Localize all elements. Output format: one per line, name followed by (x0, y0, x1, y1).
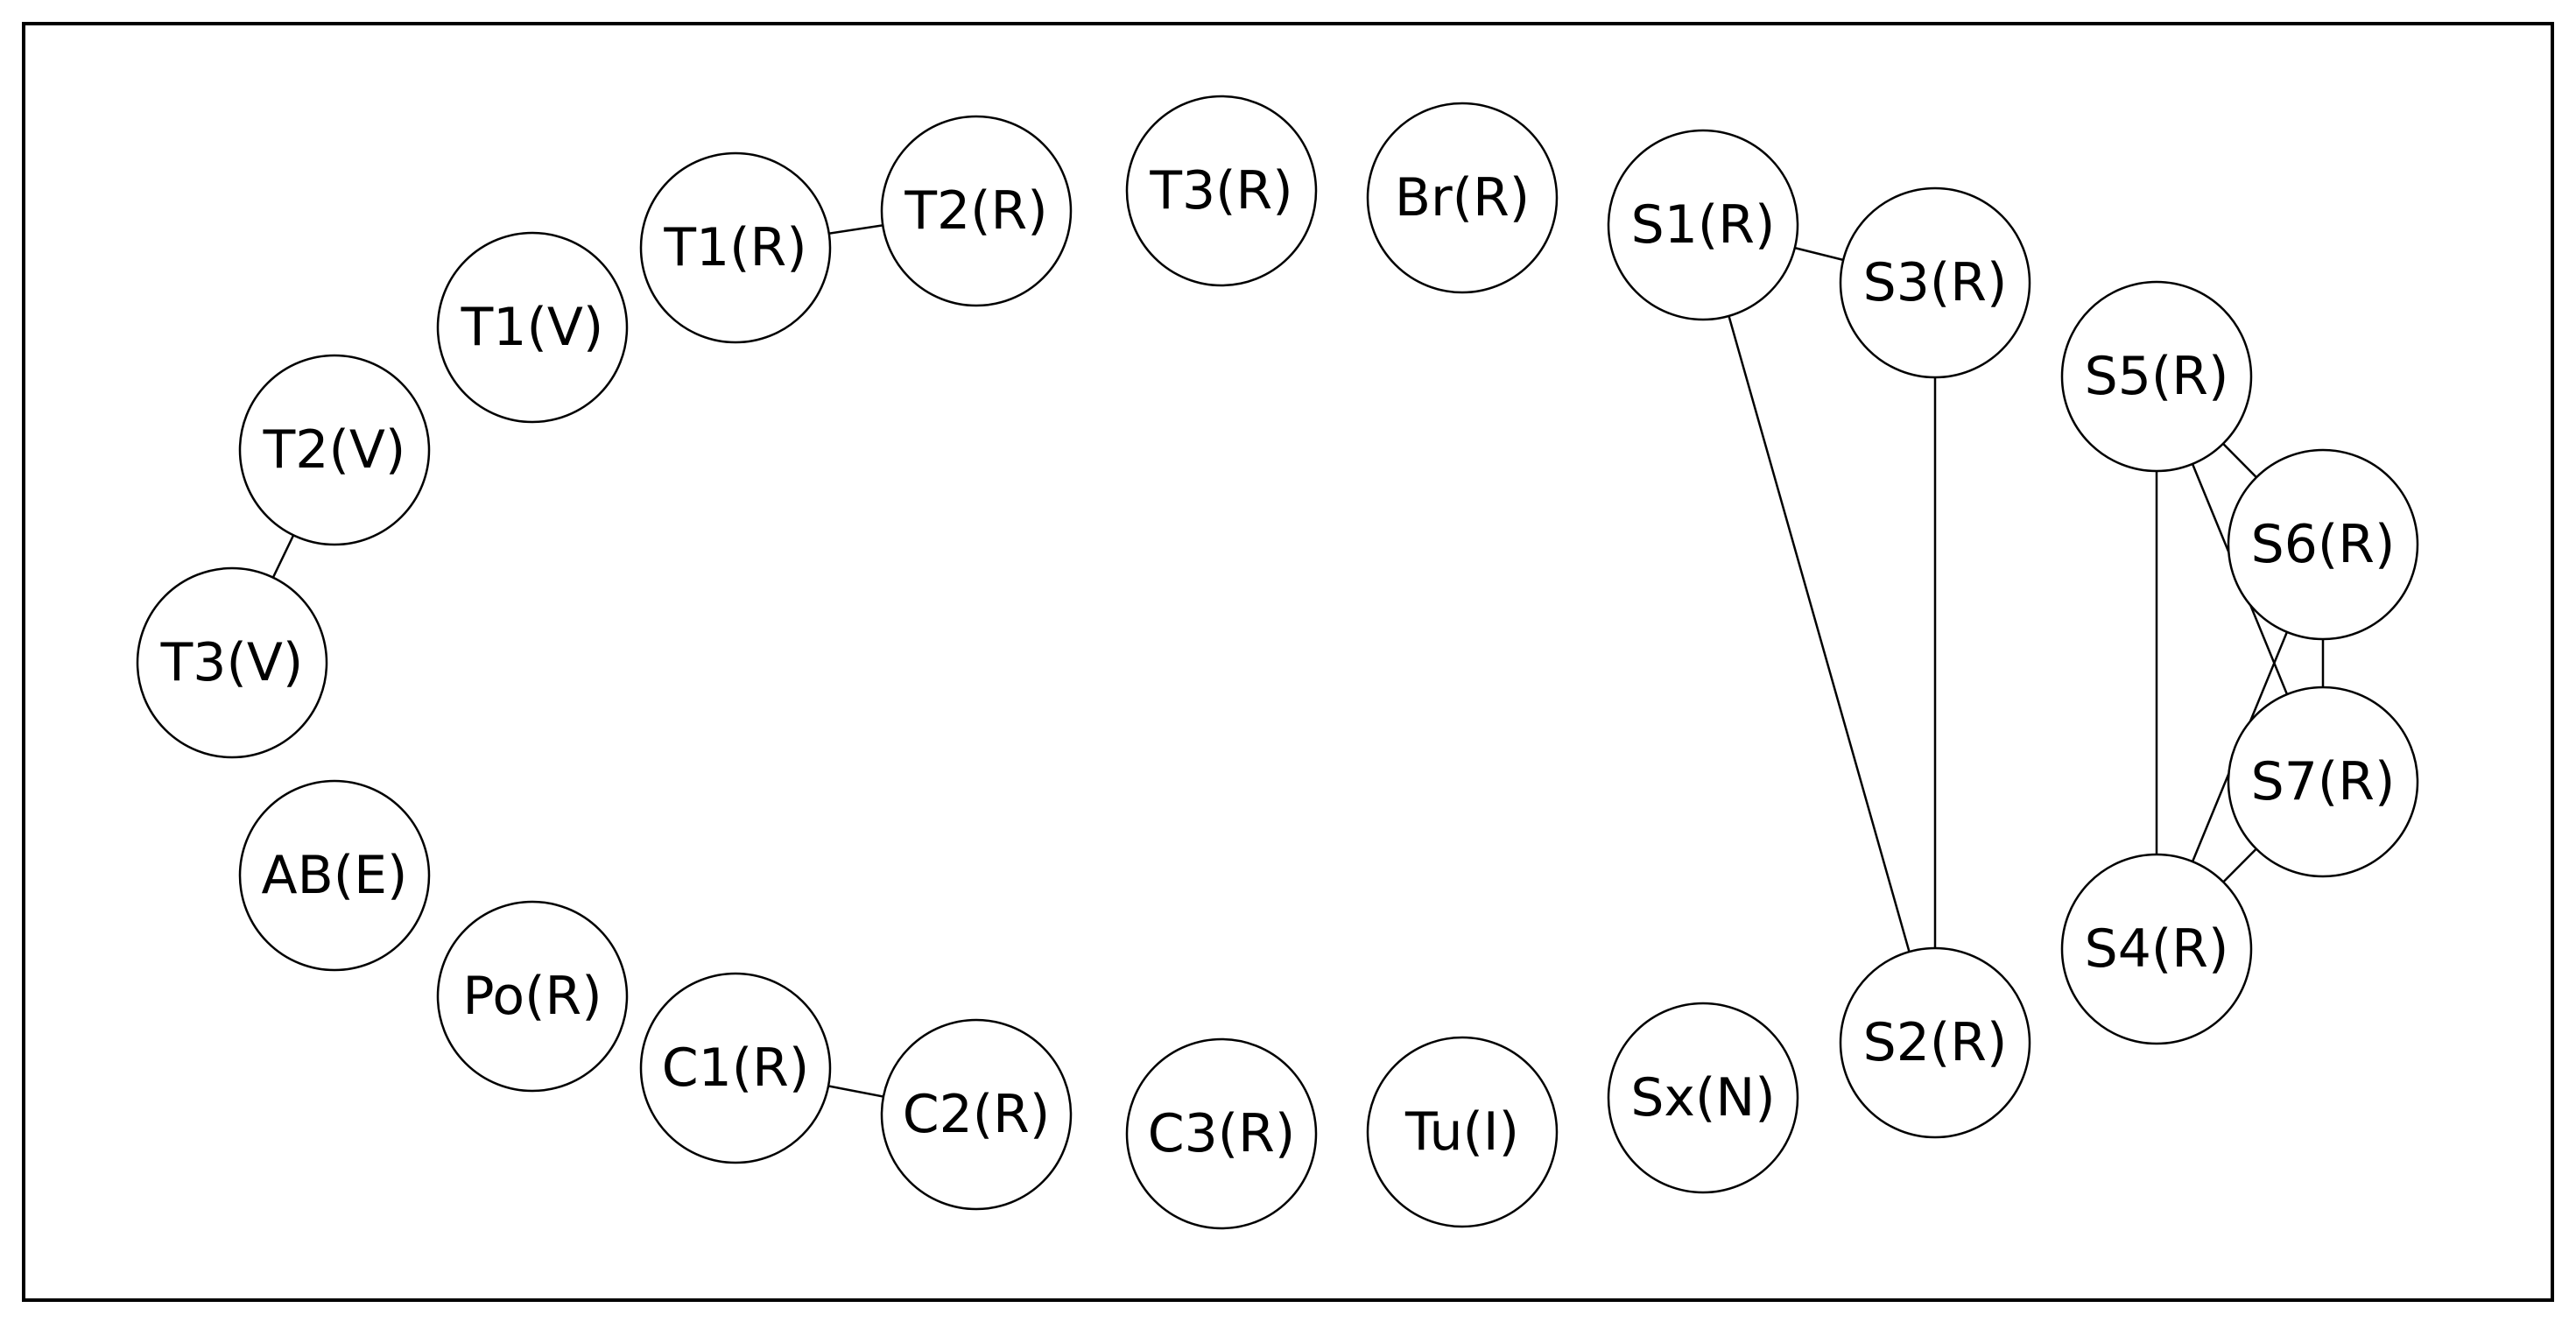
node-t2v: T2(V) (238, 354, 431, 546)
node-label: C1(R) (662, 1037, 810, 1099)
node-s6r: S6(R) (2227, 448, 2419, 641)
node-label: C3(R) (1148, 1103, 1296, 1164)
node-label: T1(R) (663, 217, 806, 278)
node-label: S1(R) (1631, 194, 1776, 256)
node-circle (436, 231, 629, 424)
node-label: S6(R) (2251, 514, 2396, 575)
node-label: S7(R) (2251, 751, 2396, 812)
node-s5r: S5(R) (2060, 280, 2253, 473)
node-label: Po(R) (462, 966, 602, 1027)
node-circle (1366, 102, 1559, 294)
node-circle (639, 972, 832, 1164)
node-t1r: T1(R) (639, 151, 832, 344)
node-sxn: Sx(N) (1607, 1002, 1799, 1194)
edge-s1r-s2r (1701, 224, 1937, 1044)
node-circle (1366, 1036, 1559, 1228)
node-label: T2(R) (904, 180, 1047, 242)
node-label: Tu(I) (1404, 1101, 1519, 1163)
node-t3v: T3(V) (136, 566, 328, 759)
node-layer: T3(V) T2(V) T1(V) T1(R) T2(R) T3(R) Br(R) S1(R)… (136, 95, 2419, 1230)
node-abe: AB(E) (238, 779, 431, 972)
node-circle (880, 115, 1073, 307)
node-c1r: C1(R) (639, 972, 832, 1164)
node-label: S5(R) (2085, 346, 2229, 407)
node-circle (136, 566, 328, 759)
node-t2r: T2(R) (880, 115, 1073, 307)
node-circle (2060, 853, 2253, 1045)
node-circle (436, 900, 629, 1093)
node-t1v: T1(V) (436, 231, 629, 424)
node-s7r: S7(R) (2227, 686, 2419, 878)
node-circle (1607, 129, 1799, 321)
node-circle (2227, 686, 2419, 878)
node-label: S4(R) (2085, 918, 2229, 980)
node-tui: Tu(I) (1366, 1036, 1559, 1228)
node-label: T3(R) (1149, 160, 1292, 222)
node-circle (2227, 448, 2419, 641)
node-circle (880, 1018, 1073, 1211)
node-label: S2(R) (1863, 1012, 2008, 1073)
node-label: S3(R) (1863, 252, 2008, 313)
node-label: T2(V) (263, 419, 406, 481)
node-circle (1607, 1002, 1799, 1194)
node-por: Po(R) (436, 900, 629, 1093)
node-s4r: S4(R) (2060, 853, 2253, 1045)
node-s2r: S2(R) (1839, 946, 2031, 1139)
node-circle (1839, 186, 2031, 379)
node-circle (1839, 946, 2031, 1139)
node-label: AB(E) (262, 845, 408, 906)
node-s3r: S3(R) (1839, 186, 2031, 379)
node-label: Br(R) (1395, 167, 1530, 229)
node-circle (1125, 1037, 1318, 1230)
node-circle (1125, 95, 1318, 287)
node-label: T3(V) (160, 632, 304, 693)
node-c3r: C3(R) (1125, 1037, 1318, 1230)
node-circle (639, 151, 832, 344)
node-brr: Br(R) (1366, 102, 1559, 294)
node-circle (238, 354, 431, 546)
node-label: C2(R) (903, 1084, 1051, 1145)
node-c2r: C2(R) (880, 1018, 1073, 1211)
node-label: T1(V) (461, 297, 604, 358)
node-label: Sx(N) (1630, 1067, 1775, 1129)
node-s1r: S1(R) (1607, 129, 1799, 321)
node-circle (2060, 280, 2253, 473)
node-circle (238, 779, 431, 972)
node-t3r: T3(R) (1125, 95, 1318, 287)
